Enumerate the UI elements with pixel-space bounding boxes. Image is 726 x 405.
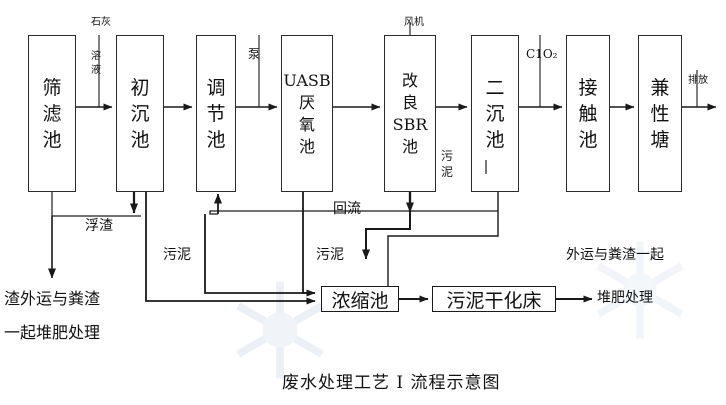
annotation-residue-note: 渣外运与粪渣 一起堆肥处理 [4,289,101,342]
annotation-discharge-label: 排放 [688,75,708,86]
annotation-scum-label: 浮渣 [85,218,113,234]
process-box-label: 调 节 池 [206,76,226,151]
annotation-sludge-label-2: 污泥 [316,247,344,263]
process-box-label: 接 触 池 [578,76,598,151]
annotation-compost-note: 堆肥处理 [597,290,653,306]
process-box-label: 浓缩池 [331,289,389,312]
process-box-label: 初 沉 池 [130,76,150,151]
annotation-sludge-label-1: 污泥 [163,247,191,263]
process-box-label: 改 良 SBR 池 [392,70,428,156]
annotation-blower-label: 风机 [404,17,424,28]
annotation-return-flow-label: 回流 [333,201,361,217]
watermark-snowflake [236,281,324,379]
annotation-sludge-label-3: 污 泥 [441,149,454,179]
process-box-facultative-pond[interactable]: 兼 性 塘 [638,35,682,192]
process-box-thickening-tank[interactable]: 浓缩池 [321,286,399,312]
process-box-modified-sbr-tank[interactable]: 改 良 SBR 池 [384,35,436,192]
annotation-pump-label: 泵 [248,47,261,61]
annotation-solution-label: 溶 液 [91,51,101,76]
figure-title: 废水处理工艺 I 流程示意图 [282,373,501,393]
process-box-label: UASB 厌 氧 池 [283,70,331,156]
process-box-label: 兼 性 塘 [650,76,670,151]
process-box-secondary-settling-tank[interactable]: 二 沉 池 [471,35,519,192]
process-box-sludge-drying-bed[interactable]: 污泥干化床 [432,286,556,312]
process-box-screen-filter-tank[interactable]: 筛 滤 池 [28,35,76,192]
process-box-contact-tank[interactable]: 接 触 池 [566,35,610,192]
process-box-primary-settling-tank[interactable]: 初 沉 池 [116,35,164,192]
process-box-label: 二 沉 池 [485,76,505,151]
annotation-haul-note: 外运与粪渣一起 [566,247,664,263]
process-box-label: 污泥干化床 [446,289,542,312]
annotation-clo2-label: C1O₂ [526,47,558,61]
process-box-equalization-tank[interactable]: 调 节 池 [196,35,236,192]
process-box-label: 筛 滤 池 [42,76,62,151]
process-box-uasb-anaerobic-tank[interactable]: UASB 厌 氧 池 [281,35,333,192]
annotation-lime-label: 石灰 [91,17,111,28]
